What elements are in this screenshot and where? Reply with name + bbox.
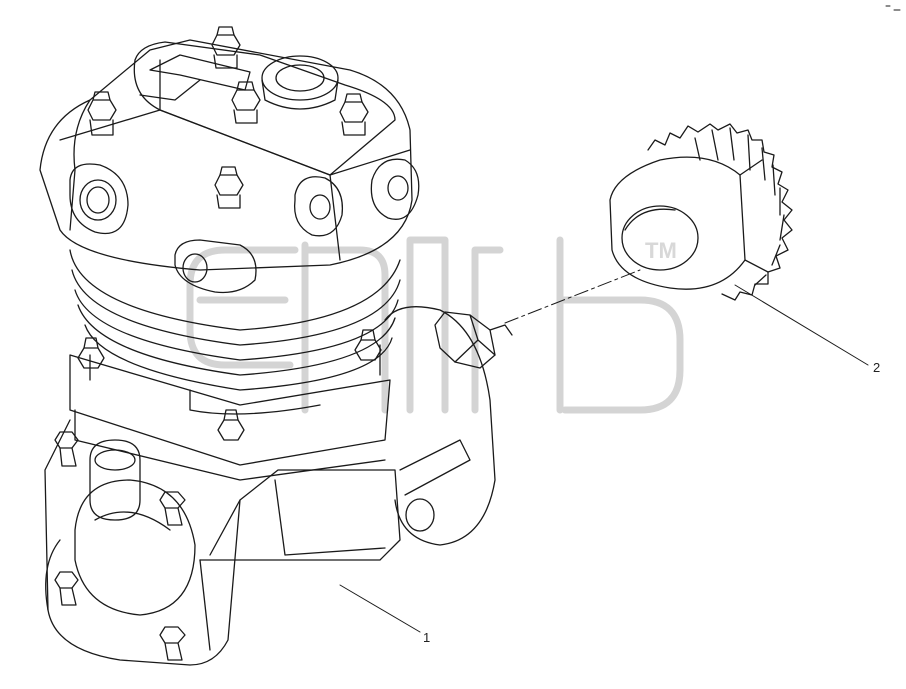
part-callout-1: 1	[423, 630, 431, 645]
crankcase-bolt	[159, 491, 186, 526]
head-bolt	[214, 166, 244, 209]
side-port	[370, 158, 420, 220]
inlet-port	[69, 163, 129, 234]
leader-lines	[339, 269, 869, 633]
leader-line-2	[734, 284, 869, 366]
front-cover	[74, 479, 196, 616]
front-boss	[174, 239, 257, 294]
head-bolt	[339, 93, 369, 136]
head-cover	[133, 41, 396, 176]
mounting-flange	[384, 306, 496, 546]
crankcase-bolt	[159, 626, 186, 661]
cylinder-head	[39, 39, 413, 271]
head-bolt	[87, 91, 117, 136]
flange-bolt	[354, 329, 382, 361]
cylinder-flange	[69, 354, 391, 466]
cylinder-fins	[69, 249, 401, 415]
corner-mark	[885, 5, 901, 11]
drive-shaft-nut	[434, 311, 513, 369]
flange-bolt	[217, 409, 245, 441]
leader-line-1	[339, 584, 421, 633]
compressor-assembly	[39, 26, 513, 666]
crankcase-bolt	[54, 571, 79, 606]
trademark-mark: TM	[645, 238, 677, 263]
outlet-port	[261, 55, 339, 110]
watermark-logo	[186, 236, 684, 414]
drive-gear	[609, 123, 793, 301]
part-callout-2: 2	[873, 360, 881, 375]
crankcase-bolt	[54, 431, 79, 467]
head-bolt	[211, 26, 241, 69]
head-bolt	[231, 81, 261, 124]
flange-bolt	[77, 337, 105, 369]
center-port	[293, 176, 344, 237]
assembly-axis-line	[504, 269, 641, 324]
crankcase-body	[44, 419, 401, 666]
